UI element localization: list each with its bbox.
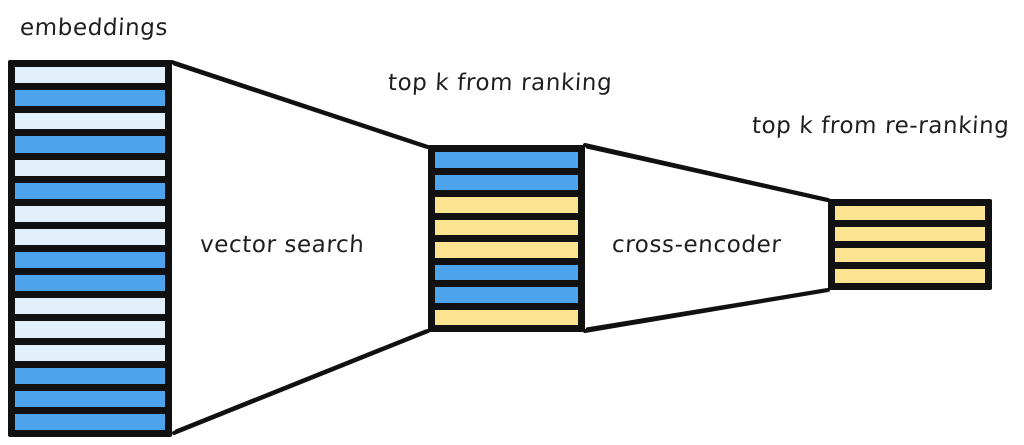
stack-row (14, 320, 166, 339)
stack-row (14, 158, 166, 177)
stack-row (14, 135, 166, 154)
top-k-reranking-stack (828, 199, 992, 290)
vector-search-bottom-line (172, 329, 430, 435)
stack-row (834, 268, 986, 284)
stack-row (434, 151, 579, 169)
embeddings-label: embeddings (19, 15, 169, 41)
stack-row (14, 366, 166, 385)
stack-row (14, 227, 166, 246)
stack-row (14, 89, 166, 108)
stack-row (434, 196, 579, 214)
stack-row (434, 241, 579, 259)
stack-row (434, 173, 579, 191)
vector-search-bottom-line-sketch (174, 329, 428, 432)
cross-encoder-top-line-sketch (585, 146, 828, 202)
stack-row (14, 274, 166, 293)
stack-row (834, 226, 986, 242)
stack-row (14, 251, 166, 270)
cross-encoder-bottom-line (583, 288, 830, 333)
top-k-reranking-label: top k from re-ranking (751, 113, 1011, 139)
stack-row (434, 286, 579, 304)
stack-row (14, 389, 166, 408)
cross-encoder-bottom-line-sketch (585, 288, 828, 330)
stack-row (14, 181, 166, 200)
cross-encoder-top-line (583, 143, 830, 202)
stack-row (434, 218, 579, 236)
vector-search-label: vector search (199, 232, 366, 258)
stack-row (14, 343, 166, 362)
cross-encoder-label: cross-encoder (611, 232, 783, 258)
stack-row (14, 412, 166, 431)
stack-row (834, 247, 986, 263)
stack-row (14, 112, 166, 131)
stack-row (834, 205, 986, 221)
stack-row (14, 204, 166, 223)
embeddings-stack (8, 60, 172, 437)
top-k-ranking-label: top k from ranking (387, 70, 613, 96)
top-k-ranking-stack (428, 145, 585, 332)
stack-row (434, 308, 579, 326)
stack-row (434, 263, 579, 281)
stack-row (14, 297, 166, 316)
stack-row (14, 66, 166, 85)
